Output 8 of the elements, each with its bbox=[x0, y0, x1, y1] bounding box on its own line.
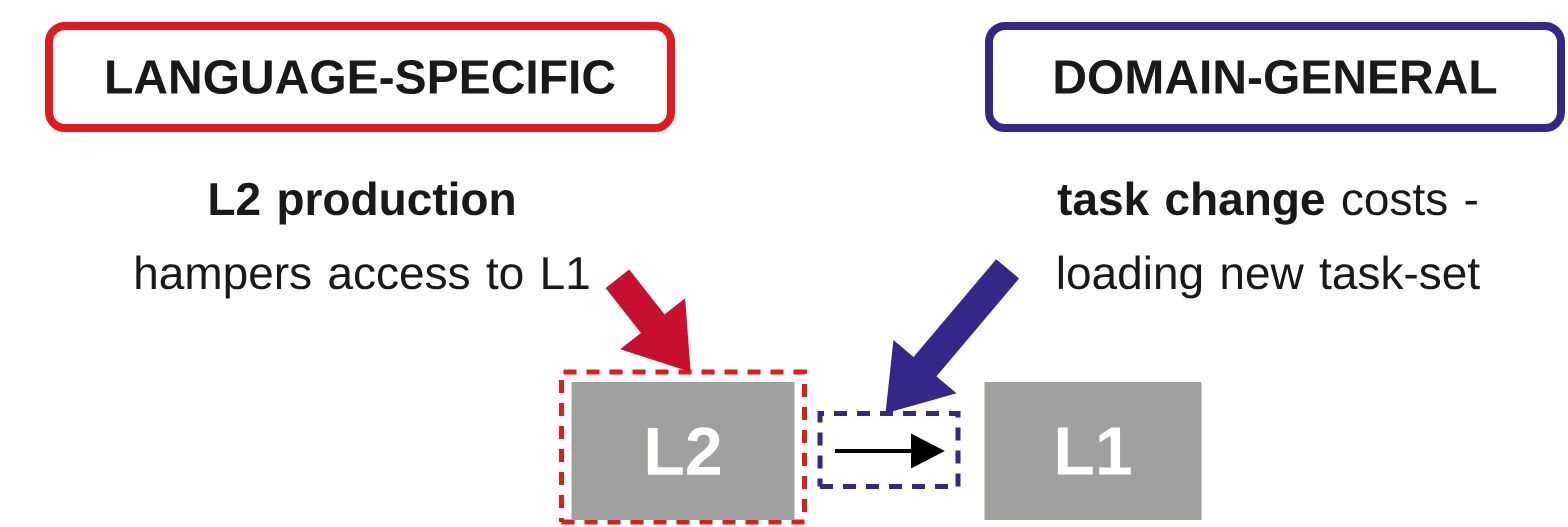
language-box: L2 bbox=[571, 382, 795, 520]
category-box: LANGUAGE-SPECIFIC bbox=[45, 22, 675, 132]
dashed-box bbox=[559, 369, 807, 525]
category-box: DOMAIN-GENERAL bbox=[985, 22, 1565, 132]
language-box: L1 bbox=[984, 382, 1202, 520]
description-text: L2 production hampers access to L1 bbox=[136, 181, 589, 299]
dashed-box bbox=[817, 411, 961, 489]
description-text: task change costs - loading new task-set bbox=[1057, 181, 1480, 299]
